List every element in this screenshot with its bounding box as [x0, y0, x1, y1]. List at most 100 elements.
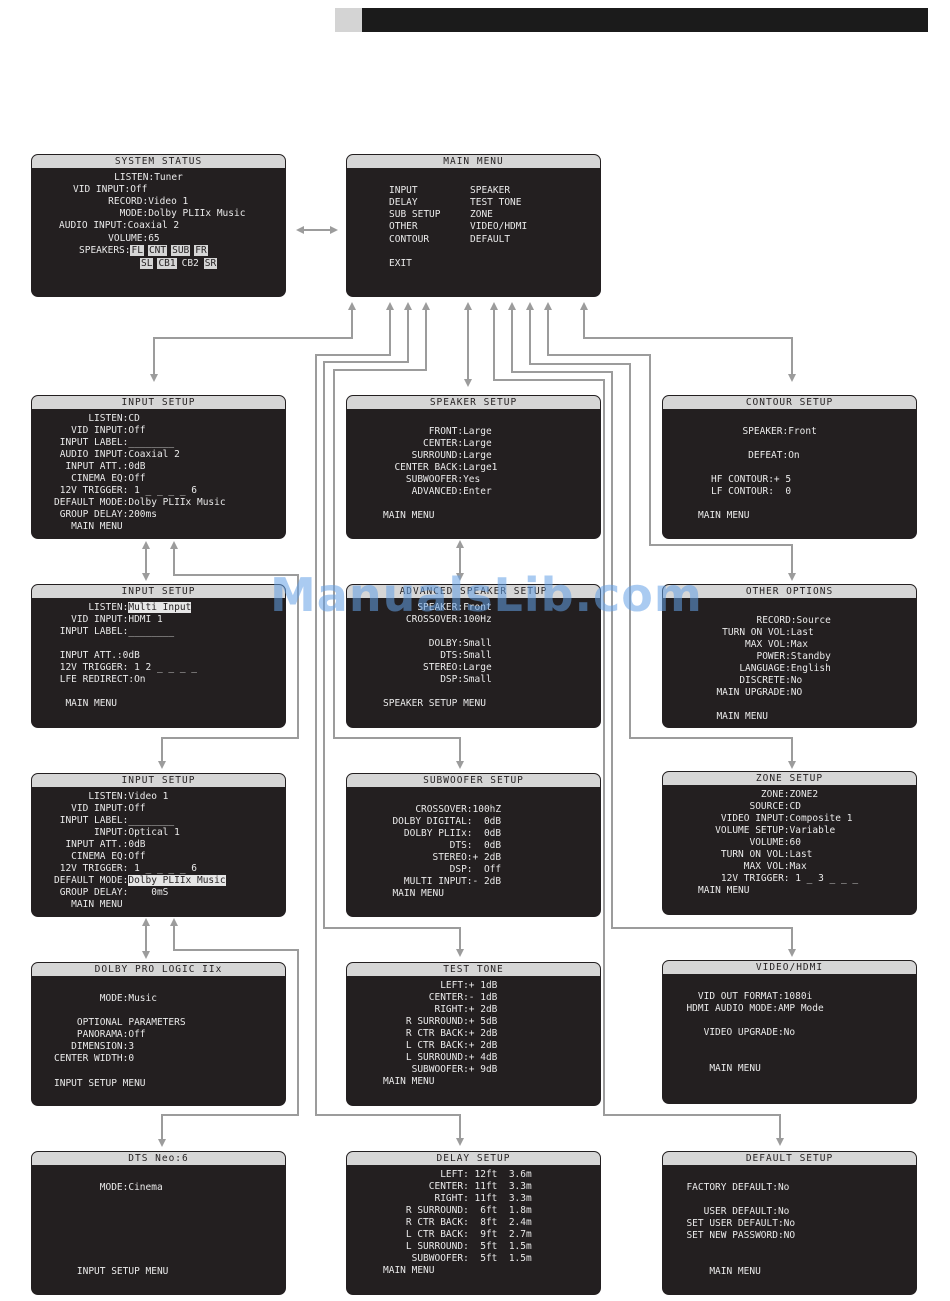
panel-title: INPUT SETUP	[32, 396, 285, 409]
setting-line: LEFT:+ 1dB	[383, 980, 498, 991]
setting-line: STEREO:+ 2dB	[381, 852, 502, 863]
setting-line: VOLUME SETUP:Variable	[698, 825, 836, 836]
main-menu-link[interactable]: MAIN MENU	[698, 510, 750, 521]
other-options-panel: OTHER OPTIONS RECORD:Source TURN ON VOL:…	[662, 584, 917, 728]
main-menu-link[interactable]: MAIN MENU	[381, 888, 444, 899]
speaker-tag: SL	[140, 258, 154, 269]
input-setup-menu-link[interactable]: INPUT SETUP MENU	[54, 1266, 169, 1277]
setting-line: INPUT ATT.:0dB	[54, 461, 146, 472]
main-menu-link[interactable]: MAIN MENU	[54, 698, 117, 709]
main-menu-link[interactable]: MAIN MENU	[383, 510, 435, 521]
input-setup-panel-1: INPUT SETUP LISTEN:CD VID INPUT:Off INPU…	[31, 395, 286, 539]
setting-line: LEFT: 12ft 3.6m	[383, 1169, 532, 1180]
speaker-tag: CB1	[157, 258, 177, 269]
setting-line: LISTEN:Video 1	[54, 791, 169, 802]
panel-title: DTS Neo:6	[32, 1152, 285, 1165]
advanced-speaker-panel: ADVANCED SPEAKER SETUP SPEAKER:Front CRO…	[346, 584, 601, 728]
setting-line: SURROUND:Large	[383, 450, 492, 461]
menu-subwoofer-arrow	[323, 302, 464, 957]
setting-line: SUBWOOFER:Yes	[383, 474, 481, 485]
setting-line: LF CONTOUR: 0	[711, 486, 792, 497]
speaker-setup-menu-link[interactable]: SPEAKER SETUP MENU	[383, 698, 486, 709]
main-menu-link[interactable]: MAIN MENU	[705, 711, 768, 722]
menu-item-contour[interactable]: CONTOUR	[389, 234, 430, 245]
default-mode-line: DEFAULT MODE:Dolby PLIIx Music	[54, 875, 226, 887]
setting-line: LISTEN:CD	[54, 413, 140, 424]
setting-line: MULTI INPUT:- 2dB	[381, 876, 502, 887]
input-setup-menu-link[interactable]: INPUT SETUP MENU	[54, 1078, 146, 1089]
menu-item-video-hdmi[interactable]: VIDEO/HDMI	[470, 221, 528, 232]
setting-line: L SURROUND: 5ft 1.5m	[383, 1241, 532, 1252]
panel-title: OTHER OPTIONS	[663, 585, 916, 598]
panel-title: INPUT SETUP	[32, 774, 285, 787]
menu-item-input[interactable]: INPUT	[389, 185, 418, 196]
main-menu-link[interactable]: MAIN MENU	[383, 1076, 435, 1087]
panel-title: SUBWOOFER SETUP	[347, 774, 600, 787]
default-setup-panel: DEFAULT SETUP FACTORY DEFAULT:No USER DE…	[662, 1151, 917, 1295]
setting-line: CINEMA EQ:Off	[54, 473, 146, 484]
menu-item-other[interactable]: OTHER	[389, 221, 418, 232]
menu-item-exit[interactable]: EXIT	[389, 258, 412, 269]
panel-title: ZONE SETUP	[663, 772, 916, 785]
setting-line: R SURROUND: 6ft 1.8m	[383, 1205, 532, 1216]
setting-line: RECORD:Source	[705, 615, 831, 626]
setting-line: 12V TRIGGER: 1 _ _ _ _ 6	[54, 485, 197, 496]
setting-line: DOLBY:Small	[383, 638, 492, 649]
setting-line: INPUT ATT.:0dB	[54, 650, 140, 661]
setting-line: RIGHT:+ 2dB	[383, 1004, 498, 1015]
menu-item-delay[interactable]: DELAY	[389, 197, 418, 208]
main-menu-link[interactable]: MAIN MENU	[675, 1266, 761, 1277]
setting-line: CENTER: 11ft 3.3m	[383, 1181, 532, 1192]
menu-item-sub-setup[interactable]: SUB SETUP	[389, 209, 441, 220]
panel-title: DOLBY PRO LOGIC IIx	[32, 963, 285, 976]
panel-title: INPUT SETUP	[32, 585, 285, 598]
speaker-tag: SUB	[171, 245, 191, 256]
header-bar	[362, 8, 928, 32]
menu-input-arrow	[150, 302, 356, 382]
setting-line: 12V TRIGGER: 1 2 _ _ _ _	[54, 662, 197, 673]
setting-line: SUBWOOFER:+ 9dB	[383, 1064, 498, 1075]
setting-line: FRONT:Large	[383, 426, 492, 437]
setting-line: CROSSOVER:100hZ	[381, 804, 502, 815]
main-menu-link[interactable]: MAIN MENU	[54, 521, 123, 532]
menu-item-speaker[interactable]: SPEAKER	[470, 185, 511, 196]
menu-item-default[interactable]: DEFAULT	[470, 234, 511, 245]
highlighted-value[interactable]: Dolby PLIIx Music	[128, 875, 226, 886]
setting-line: TURN ON VOL:Last	[705, 627, 814, 638]
delay-setup-panel: DELAY SETUP LEFT: 12ft 3.6m CENTER: 11ft…	[346, 1151, 601, 1295]
setting-line: CENTER BACK:Large1	[383, 462, 498, 473]
vid-input-line: VID INPUT:Off	[73, 184, 148, 195]
setting-line: STEREO:Large	[383, 662, 492, 673]
setting-line: GROUP DELAY:200ms	[54, 509, 157, 520]
setting-line: L CTR BACK: 9ft 2.7m	[383, 1229, 532, 1240]
main-menu-link[interactable]: MAIN MENU	[54, 899, 123, 910]
input-setup-panel-2: INPUT SETUP LISTEN:Multi Input VID INPUT…	[31, 584, 286, 728]
video-hdmi-panel: VIDEO/HDMI VID OUT FORMAT:1080i HDMI AUD…	[662, 960, 917, 1104]
main-menu-link[interactable]: MAIN MENU	[675, 1063, 761, 1074]
setting-line: CINEMA EQ:Off	[54, 851, 146, 862]
setting-line: VID OUT FORMAT:1080i	[675, 991, 813, 1002]
main-menu-link[interactable]: MAIN MENU	[698, 885, 750, 896]
panel-title: TEST TONE	[347, 963, 600, 976]
setting-line: PANORAMA:Off	[54, 1029, 146, 1040]
setting-line: DOLBY PLIIx: 0dB	[381, 828, 502, 839]
setting-line: USER DEFAULT:No	[675, 1206, 790, 1217]
setting-line: R CTR BACK: 8ft 2.4m	[383, 1217, 532, 1228]
setting-line: MODE:Music	[54, 993, 157, 1004]
menu-item-zone[interactable]: ZONE	[470, 209, 493, 220]
setting-line: SET USER DEFAULT:No	[675, 1218, 796, 1229]
setting-line: FACTORY DEFAULT:No	[675, 1182, 790, 1193]
system-status-panel: SYSTEM STATUS LISTEN:Tuner VID INPUT:Off…	[31, 154, 286, 297]
panel-title: SYSTEM STATUS	[32, 155, 285, 168]
main-menu-link[interactable]: MAIN MENU	[383, 1265, 435, 1276]
speaker-tag: FR	[194, 245, 208, 256]
setting-line: VID INPUT:HDMI 1	[54, 614, 163, 625]
setting-line: INPUT ATT.:0dB	[54, 839, 146, 850]
menu-item-test-tone[interactable]: TEST TONE	[470, 197, 522, 208]
setting-line: R CTR BACK:+ 2dB	[383, 1028, 498, 1039]
setting-line: SOURCE:CD	[698, 801, 801, 812]
highlighted-value[interactable]: Multi Input	[128, 602, 192, 613]
input-setup-panel-3: INPUT SETUP LISTEN:Video 1 VID INPUT:Off…	[31, 773, 286, 917]
